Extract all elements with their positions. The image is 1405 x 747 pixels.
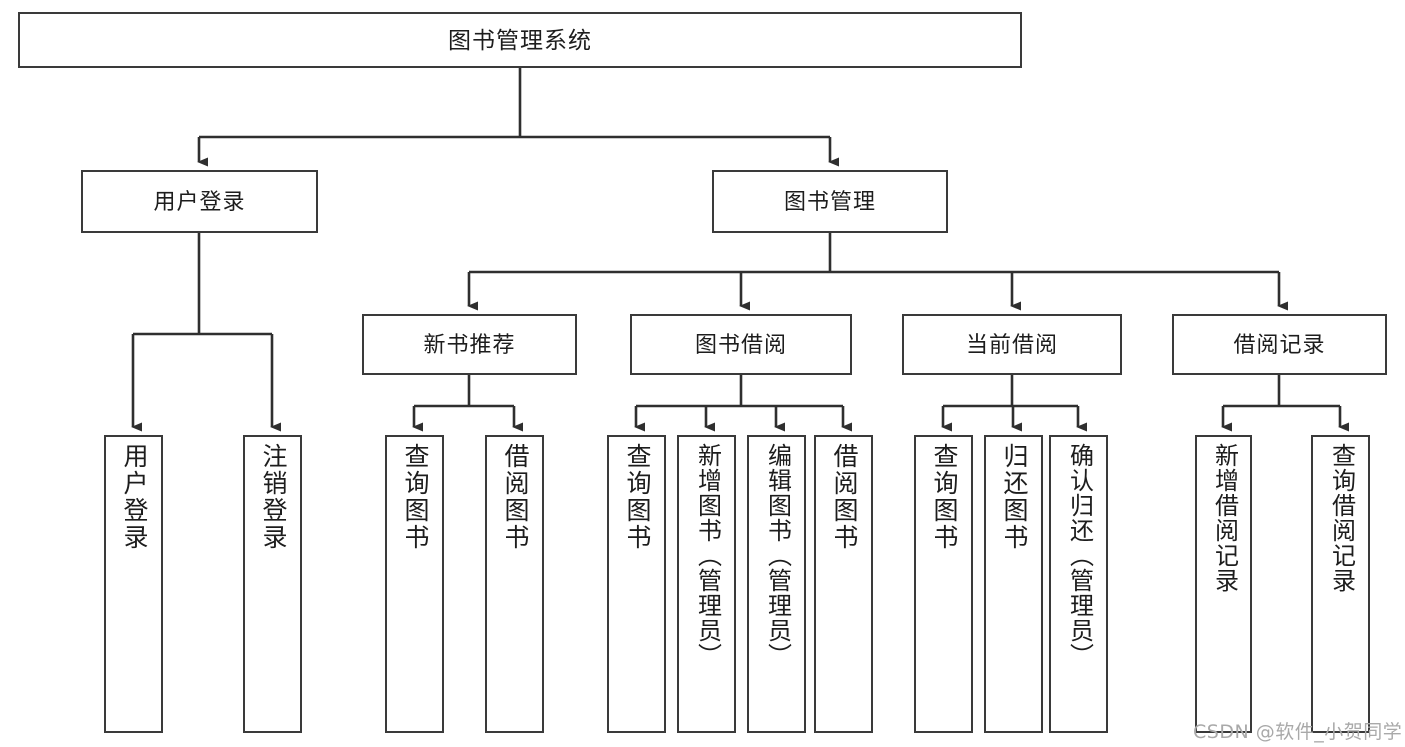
- node-leaf-6-label: 编辑图书（管理员）: [763, 443, 791, 668]
- node-leaf-12[interactable]: 查询借阅记录: [1311, 435, 1370, 733]
- node-level3-3[interactable]: 借阅记录: [1172, 314, 1387, 375]
- node-leaf-8[interactable]: 查询图书: [914, 435, 973, 733]
- watermark: CSDN @软件_小贺同学: [1193, 721, 1403, 743]
- node-leaf-11[interactable]: 新增借阅记录: [1195, 435, 1252, 733]
- node-leaf-9-label: 归还图书: [1000, 443, 1028, 551]
- node-leaf-12-label: 查询借阅记录: [1327, 443, 1355, 593]
- node-root-label: 图书管理系统: [448, 26, 592, 53]
- node-leaf-4-label: 查询图书: [623, 443, 651, 551]
- node-level2-0[interactable]: 用户登录: [81, 170, 318, 233]
- node-leaf-10-label: 确认归还（管理员）: [1065, 443, 1093, 668]
- node-leaf-0[interactable]: 用户登录: [104, 435, 163, 733]
- node-leaf-8-label: 查询图书: [930, 443, 958, 551]
- node-leaf-4[interactable]: 查询图书: [607, 435, 666, 733]
- node-root[interactable]: 图书管理系统: [18, 12, 1022, 68]
- node-level3-2[interactable]: 当前借阅: [902, 314, 1122, 375]
- node-level2-0-label: 用户登录: [153, 188, 246, 214]
- node-level3-2-label: 当前借阅: [965, 331, 1058, 357]
- node-leaf-2[interactable]: 查询图书: [385, 435, 444, 733]
- node-leaf-3-label: 借阅图书: [501, 443, 529, 551]
- node-leaf-5[interactable]: 新增图书（管理员）: [677, 435, 736, 733]
- node-level2-1[interactable]: 图书管理: [712, 170, 948, 233]
- node-leaf-3[interactable]: 借阅图书: [485, 435, 544, 733]
- node-level3-1[interactable]: 图书借阅: [630, 314, 852, 375]
- node-leaf-7-label: 借阅图书: [830, 443, 858, 551]
- node-leaf-1[interactable]: 注销登录: [243, 435, 302, 733]
- node-leaf-7[interactable]: 借阅图书: [814, 435, 873, 733]
- node-level2-1-label: 图书管理: [783, 188, 876, 214]
- node-level3-0-label: 新书推荐: [423, 331, 516, 357]
- node-leaf-2-label: 查询图书: [401, 443, 429, 551]
- node-leaf-11-label: 新增借阅记录: [1210, 443, 1238, 593]
- node-leaf-6[interactable]: 编辑图书（管理员）: [747, 435, 806, 733]
- node-level3-0[interactable]: 新书推荐: [362, 314, 577, 375]
- node-level3-1-label: 图书借阅: [694, 331, 787, 357]
- node-level3-3-label: 借阅记录: [1233, 331, 1326, 357]
- node-leaf-0-label: 用户登录: [120, 443, 148, 551]
- node-leaf-9[interactable]: 归还图书: [984, 435, 1043, 733]
- node-leaf-5-label: 新增图书（管理员）: [693, 443, 721, 668]
- node-leaf-10[interactable]: 确认归还（管理员）: [1049, 435, 1108, 733]
- node-leaf-1-label: 注销登录: [259, 443, 287, 551]
